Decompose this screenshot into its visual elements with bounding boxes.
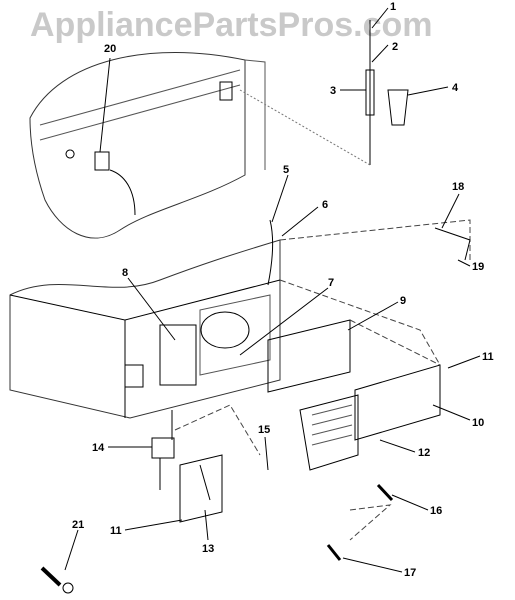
callout-14: 14 <box>92 442 105 454</box>
water-valve <box>151 410 175 490</box>
thermostat-assembly <box>239 20 409 166</box>
callout-10: 10 <box>472 417 484 429</box>
callout-4: 4 <box>452 82 459 94</box>
callout-17: 17 <box>404 567 416 579</box>
base-plate <box>267 319 441 471</box>
callout-9: 9 <box>400 295 406 307</box>
callout-21: 21 <box>72 519 84 531</box>
callout-18: 18 <box>452 181 464 193</box>
leader-lines <box>64 7 481 573</box>
callout-19: 19 <box>472 261 484 273</box>
callout-11a: 11 <box>482 351 494 363</box>
main-cabinet <box>9 219 281 419</box>
callout-15: 15 <box>258 424 270 436</box>
callout-6: 6 <box>322 199 328 211</box>
callout-2: 2 <box>392 41 398 53</box>
callout-16: 16 <box>430 505 442 517</box>
upper-cabinet-detail <box>29 51 266 239</box>
callout-20: 20 <box>104 43 116 55</box>
callout-12: 12 <box>418 447 430 459</box>
callout-3: 3 <box>330 85 336 97</box>
callout-11b: 11 <box>110 525 122 537</box>
bracket <box>179 454 223 523</box>
callout-7: 8 <box>122 267 128 279</box>
callout-13: 13 <box>202 543 214 555</box>
callout-labels: 1 2 3 4 5 6 8 7 9 10 11 12 11 13 14 15 1… <box>72 1 494 579</box>
callout-8: 7 <box>328 277 334 289</box>
callout-5: 5 <box>283 164 289 176</box>
watermark: AppliancePartsPros.com <box>30 6 433 44</box>
callout-1: 1 <box>390 1 396 13</box>
